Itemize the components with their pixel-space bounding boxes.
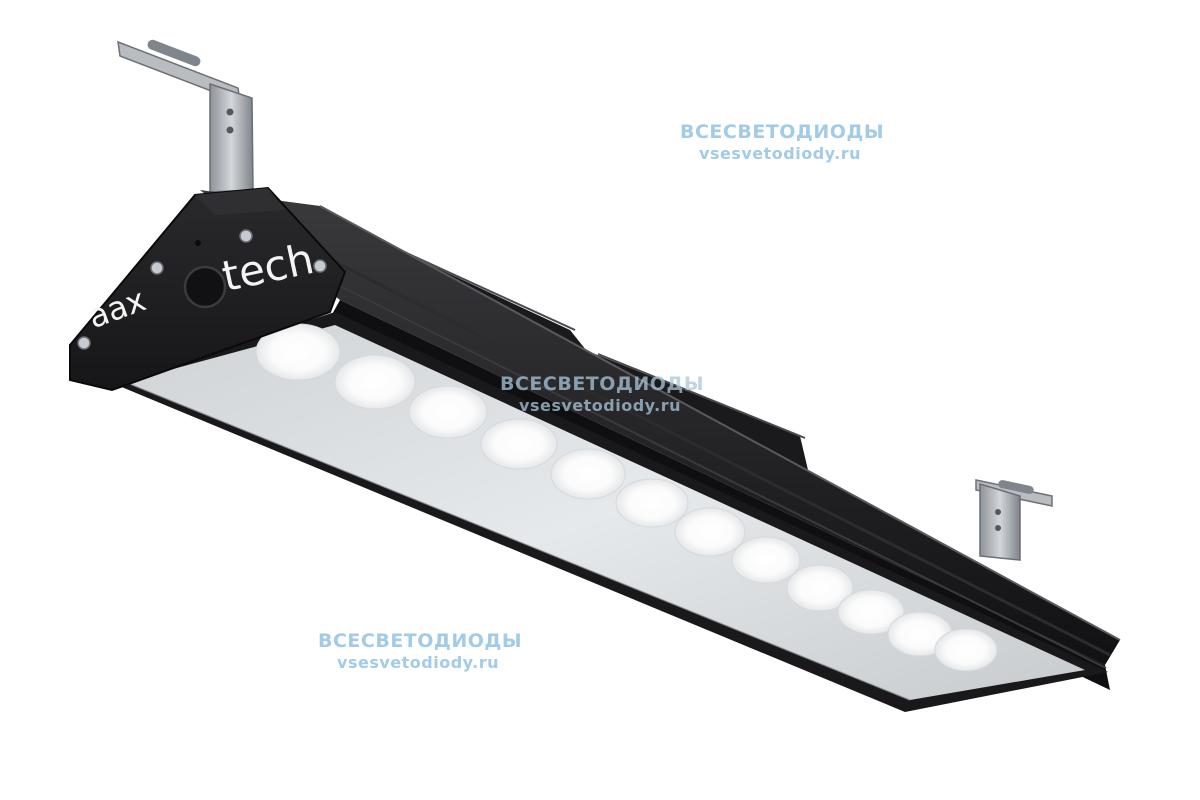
watermark-title: ВСЕСВЕТОДИОДЫ bbox=[680, 121, 885, 143]
screw-icon bbox=[313, 259, 327, 273]
watermark-title: ВСЕСВЕТОДИОДЫ bbox=[318, 630, 523, 652]
watermark: ВСЕСВЕТОДИОДЫ vsesvetodiody.ru bbox=[318, 630, 523, 674]
watermark: ВСЕСВЕТОДИОДЫ vsesvetodiody.ru bbox=[680, 121, 885, 165]
watermark-url: vsesvetodiody.ru bbox=[519, 396, 681, 415]
watermark-url: vsesvetodiody.ru bbox=[337, 653, 499, 672]
led-module bbox=[615, 478, 689, 528]
led-module bbox=[786, 564, 854, 612]
left-mounting-bracket bbox=[117, 39, 254, 193]
vent-hole-icon bbox=[195, 240, 201, 246]
right-mounting-bracket bbox=[975, 479, 1053, 561]
screw-icon bbox=[150, 261, 164, 275]
ring-icon bbox=[183, 265, 227, 309]
led-module bbox=[480, 418, 558, 470]
led-module bbox=[408, 385, 488, 439]
watermark-title: ВСЕСВЕТОДИОДЫ bbox=[500, 373, 705, 395]
led-module bbox=[731, 536, 801, 584]
led-module bbox=[837, 589, 905, 635]
screw-icon bbox=[239, 229, 253, 243]
watermark: ВСЕСВЕТОДИОДЫ vsesvetodiody.ru bbox=[500, 373, 705, 417]
led-module bbox=[334, 354, 416, 410]
led-module bbox=[674, 507, 746, 557]
end-cap bbox=[69, 186, 347, 392]
led-module bbox=[550, 448, 626, 500]
screw-icon bbox=[77, 336, 91, 350]
led-array bbox=[255, 323, 998, 672]
watermark-url: vsesvetodiody.ru bbox=[699, 144, 861, 163]
led-module bbox=[934, 628, 998, 672]
